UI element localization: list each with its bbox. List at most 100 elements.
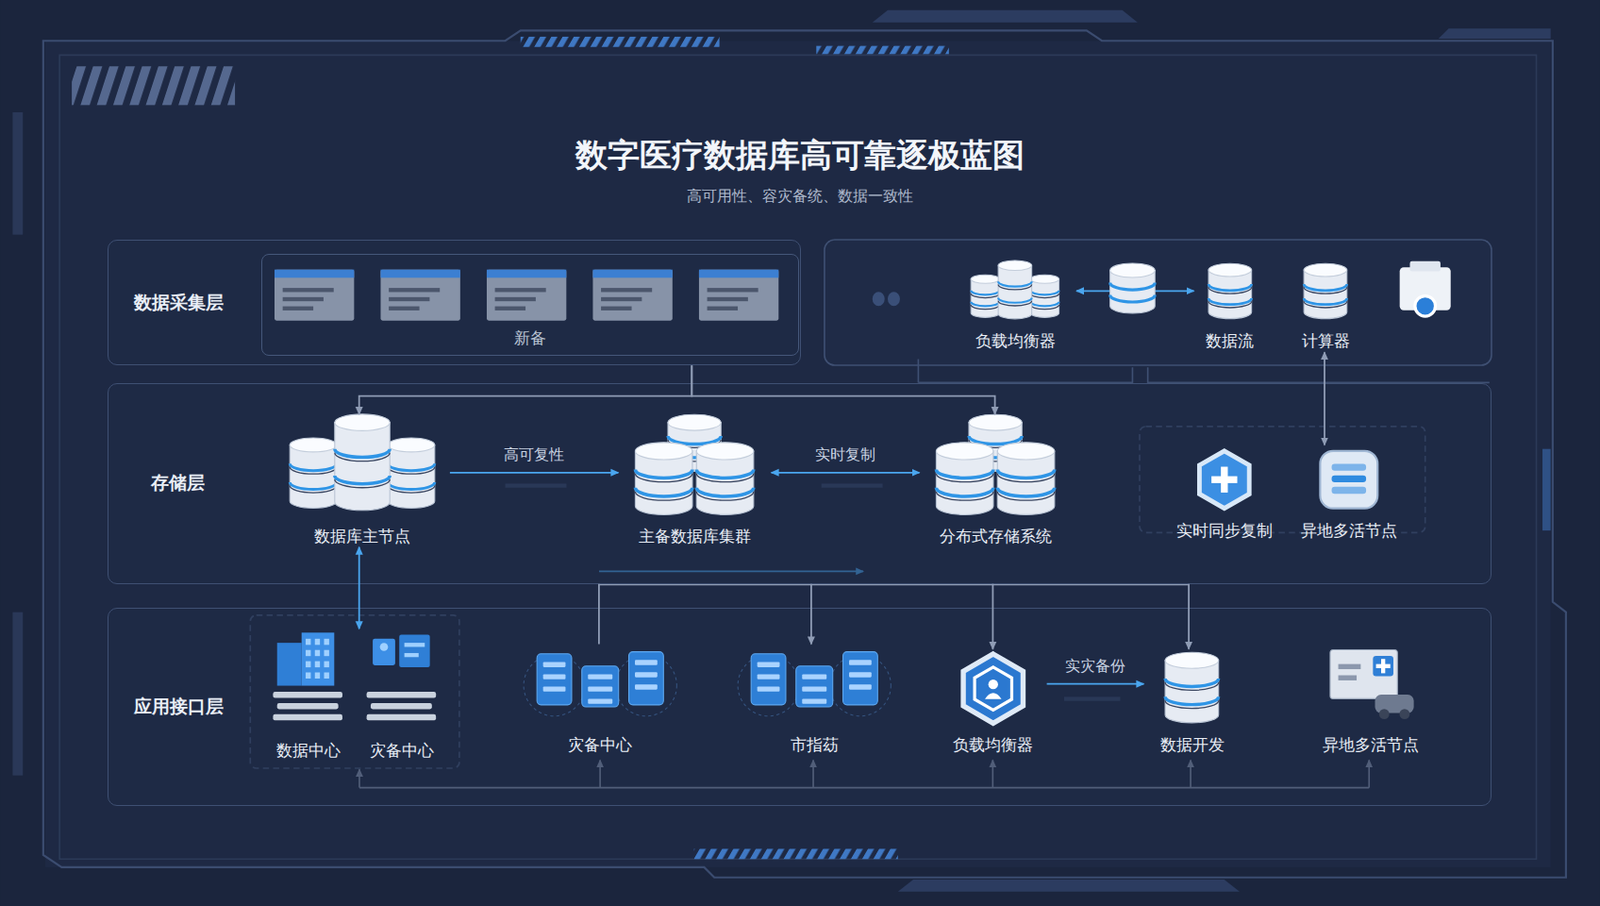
cylinder-top [635, 442, 694, 460]
monitor-screen [1330, 650, 1398, 700]
panel-line [802, 686, 828, 692]
bottom-bar [898, 879, 1240, 892]
cylinder-stripe [289, 482, 337, 489]
top-bar [1438, 28, 1551, 39]
side-stripes [1542, 449, 1551, 531]
panel-line [543, 674, 567, 680]
panel-line [634, 684, 658, 690]
person-body [984, 692, 1002, 699]
node-label: 灾备中心 [369, 739, 434, 762]
cylinder-body [635, 450, 694, 515]
device-lens [1415, 296, 1436, 317]
window [315, 638, 320, 645]
cylinder-stripe [998, 487, 1056, 497]
cylinder-stripe [387, 463, 435, 470]
cylinder-stripe [1165, 678, 1219, 686]
component-node: 灾备中心 [352, 628, 450, 762]
connector [992, 583, 995, 650]
layer-band: 存储层数据库主节点主备数据库集群分布式存储系统实时同步复制异地多活节点 [107, 383, 1493, 584]
stack-icon [617, 414, 771, 518]
layer-band: 应用接口层数据中心灾备中心灾备中心市指苭负载均衡器数据开发异地多活节点 [107, 607, 1493, 807]
cylinder-line [1303, 286, 1348, 294]
screen-line [706, 287, 758, 292]
cylinder-top [971, 274, 1000, 284]
panel [536, 653, 572, 705]
server-slab [366, 691, 437, 698]
cylinder-line [1208, 286, 1252, 294]
panels-icon [730, 643, 899, 728]
single-icon [1288, 260, 1363, 324]
cylinder-top [697, 442, 755, 460]
label-stack: 负载均衡器 [952, 733, 1034, 756]
panel-line [587, 699, 613, 704]
panel-line [849, 660, 872, 666]
cylinder-stripe [936, 487, 995, 497]
window [324, 650, 330, 656]
component-node: 异地多活节点 [1312, 643, 1430, 756]
screen-line [388, 287, 440, 292]
label-stack: 数据库主节点 [314, 525, 411, 548]
cylinder-stripe [334, 449, 390, 458]
label-stack: 负载均衡器 [975, 330, 1056, 352]
panel-line [757, 674, 781, 680]
cylinder-line [1031, 304, 1060, 310]
component-node: 数据中心 [267, 628, 348, 762]
cylinder-body [998, 265, 1032, 319]
orbit [616, 654, 678, 717]
cylinder-line [998, 473, 1056, 483]
panel-line [849, 684, 872, 690]
cylinder-top [968, 414, 1022, 431]
node-label: 实时同步复制 [1176, 519, 1273, 542]
screen [274, 268, 354, 320]
cylinder-top [289, 437, 337, 452]
badge-bar [1332, 485, 1367, 493]
cylinder-body [697, 450, 755, 515]
cylinder-top [998, 442, 1056, 460]
screen-line [494, 297, 535, 301]
connector [810, 583, 813, 645]
cylinder-stripe [971, 290, 1000, 296]
cross-square [1372, 655, 1394, 677]
window [305, 672, 311, 679]
node-label: 计算器 [1301, 330, 1350, 352]
cylinder-stripe [697, 468, 755, 478]
screen-line [600, 297, 642, 301]
panels-icon [516, 643, 684, 728]
server-slab [273, 714, 344, 720]
connector [771, 471, 920, 474]
hex-icon [939, 649, 1048, 728]
node-label: 新备 [514, 327, 547, 350]
cylinder-body [289, 444, 337, 508]
connector [359, 365, 693, 415]
side-bar [12, 112, 23, 235]
label-stack: 数据中心 [276, 739, 341, 762]
panel-line [543, 662, 567, 667]
node-label: 异地多活节点 [1300, 519, 1398, 542]
node-label: 数据开发 [1160, 733, 1225, 756]
cross-bar [1375, 664, 1390, 668]
cylinder-stripe [1110, 282, 1156, 290]
panel-line [543, 686, 567, 692]
rack-dot [380, 642, 389, 651]
top-right-panel [824, 239, 1492, 366]
badge-body [1319, 450, 1378, 508]
screen-line [282, 305, 313, 310]
screen-header [592, 268, 672, 278]
window [315, 650, 320, 656]
component-node: 市指苭 [730, 643, 899, 756]
rack-line [404, 652, 419, 657]
monitor-line [1337, 664, 1361, 669]
cylinder-stripe [697, 487, 755, 497]
cylinder-body [1303, 269, 1348, 319]
component-node: 负载均衡器 [939, 649, 1048, 757]
badge-icon [1288, 445, 1410, 514]
cylinder-line [387, 466, 435, 474]
screens-icon [262, 261, 800, 335]
cylinder-stripe [998, 297, 1032, 302]
edge-label: 高可复性 [503, 444, 565, 466]
hatch-block [71, 66, 235, 105]
cylinder-stripe [1110, 294, 1156, 302]
badge-bar [1332, 463, 1367, 470]
screen-line [600, 287, 652, 292]
